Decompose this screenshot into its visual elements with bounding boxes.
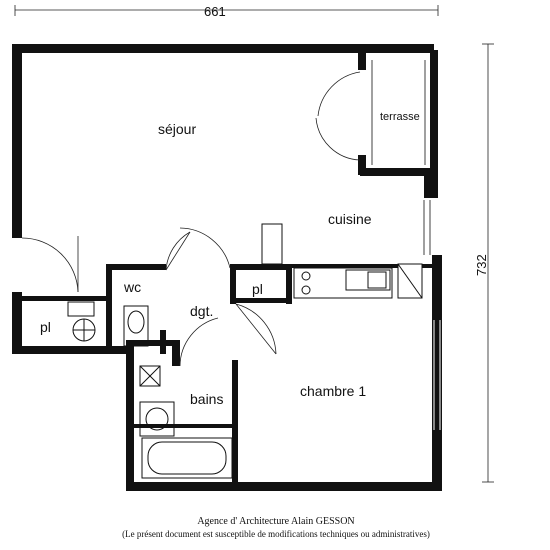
interior-walls — [20, 264, 432, 485]
door-swings — [21, 71, 361, 367]
room-label-sejour: séjour — [158, 121, 196, 137]
room-label-terrasse: terrasse — [380, 111, 420, 123]
exterior-walls — [12, 44, 442, 491]
agency-credit: Agence d' Architecture Alain GESSON — [197, 516, 354, 527]
room-label-pl-center: pl — [252, 281, 263, 297]
bathroom-fixtures — [67, 301, 233, 479]
room-label-chambre: chambre 1 — [300, 383, 366, 399]
room-label-pl-left: pl — [40, 319, 51, 335]
dimension-lines — [14, 5, 494, 483]
dimension-height-label: 732 — [474, 254, 489, 276]
room-label-wc: wc — [123, 279, 141, 295]
room-label-cuisine: cuisine — [328, 211, 372, 227]
document-notice: (Le présent document est susceptible de … — [122, 529, 430, 539]
kitchen-fixtures — [261, 223, 423, 299]
dimension-width-label: 661 — [204, 4, 226, 19]
window-frames — [371, 60, 431, 255]
room-label-bains: bains — [190, 391, 223, 407]
room-label-dgt: dgt. — [190, 303, 213, 319]
windows — [433, 320, 441, 430]
